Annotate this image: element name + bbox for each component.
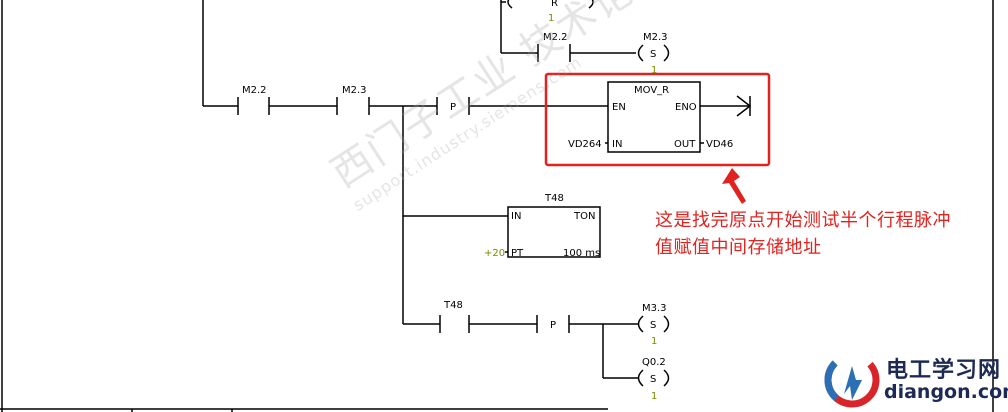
timer-name: T48 bbox=[544, 193, 564, 204]
set-symbol-q0-2: S bbox=[650, 374, 656, 385]
top-coil-left bbox=[507, 0, 513, 9]
timer-in: IN bbox=[511, 211, 521, 222]
label-m2-3: M2.3 bbox=[342, 85, 367, 96]
coil-q0-2-set[interactable] bbox=[637, 369, 670, 387]
value-q0-2: 1 bbox=[651, 391, 657, 402]
label-m2-3-coil: M2.3 bbox=[643, 32, 668, 43]
label-m2-2: M2.2 bbox=[242, 85, 267, 96]
mov-r-out-operand: VD46 bbox=[706, 139, 733, 150]
annotation-line-2: 值赋值中间存储地址 bbox=[655, 237, 822, 258]
mov-r-in: IN bbox=[612, 139, 622, 150]
eno-arrow bbox=[736, 95, 752, 117]
highlight-box bbox=[544, 72, 771, 167]
top-coil-symbol: R bbox=[551, 0, 558, 9]
mov-r-box[interactable] bbox=[607, 81, 701, 153]
mov-r-title: MOV_R bbox=[634, 85, 669, 96]
timer-pt-value: +20 bbox=[484, 248, 505, 259]
coil-m2-3-set[interactable] bbox=[637, 44, 670, 62]
logo-title: 电工学习网 bbox=[886, 358, 1002, 383]
contact-m2-2[interactable] bbox=[237, 97, 270, 115]
annotation-arrow bbox=[722, 168, 746, 204]
mov-r-en: EN bbox=[612, 102, 626, 113]
top-coil-right bbox=[588, 0, 594, 9]
edge-p-1: P bbox=[450, 102, 456, 113]
contact-m2-3[interactable] bbox=[336, 97, 370, 115]
top-coil-value: 1 bbox=[548, 13, 554, 24]
annotation-line-1: 这是找完原点开始测试半个行程脉冲 bbox=[655, 210, 951, 231]
contact-t48[interactable] bbox=[439, 315, 470, 333]
value-m3-3: 1 bbox=[651, 336, 657, 347]
timer-pt: PT bbox=[511, 248, 524, 259]
logo-domain: diangon.com bbox=[884, 381, 1008, 403]
mov-r-out: OUT bbox=[674, 139, 696, 150]
label-t48-contact: T48 bbox=[443, 300, 463, 311]
set-symbol-m2-3: S bbox=[650, 49, 656, 60]
site-logo: 电工学习网 diangon.com bbox=[822, 348, 1008, 412]
label-m3-3-coil: M3.3 bbox=[642, 303, 667, 314]
mov-r-in-operand: VD264 bbox=[568, 139, 602, 150]
timer-type: TON bbox=[573, 211, 595, 222]
label-q0-2-coil: Q0.2 bbox=[642, 357, 666, 368]
set-symbol-m3-3: S bbox=[650, 320, 656, 331]
annotation-text: 这是找完原点开始测试半个行程脉冲 值赋值中间存储地址 bbox=[655, 207, 1005, 261]
contact-m2-2-upper[interactable] bbox=[537, 44, 571, 62]
timer-base: 100 ms bbox=[563, 248, 600, 259]
mov-r-eno: ENO bbox=[675, 102, 697, 113]
value-m2-3: 1 bbox=[651, 65, 657, 76]
logo-icon bbox=[824, 352, 880, 408]
coil-m3-3-set[interactable] bbox=[637, 315, 670, 333]
label-m2-2-upper: M2.2 bbox=[543, 32, 568, 43]
timer-t48-box[interactable] bbox=[507, 206, 601, 258]
edge-p-2: P bbox=[550, 320, 556, 331]
